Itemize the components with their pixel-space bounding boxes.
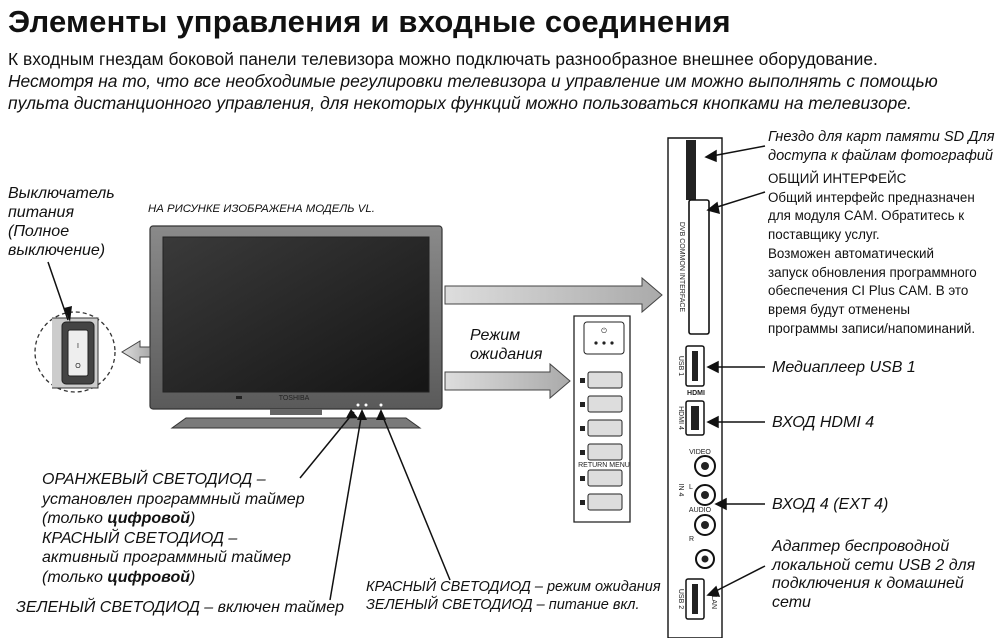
intro-line-3-text: пульта дистанционного управления, для не…	[8, 93, 908, 113]
power-switch-label-line: Выключатель	[8, 185, 115, 202]
power-switch-label-line: (Полное	[8, 223, 70, 240]
ci-title: ОБЩИЙ ИНТЕРФЕЙС	[768, 171, 907, 186]
side-panel: DVB COMMON INTERFACE USB 1 HDMI HDMI 4 V…	[667, 137, 723, 638]
power-switch-label-line: выключение)	[8, 242, 106, 259]
tv-brand-logo: TOSHIBA	[279, 395, 310, 402]
sd-card-label-line: Гнездо для карт памяти SD Для	[768, 129, 995, 145]
ci-line: Общий интерфейс предназначен	[768, 189, 975, 205]
orange-led-note: (только цифровой)	[42, 509, 305, 529]
ci-line: время будут отменены	[768, 301, 910, 317]
in4-label: IN 4	[677, 484, 684, 497]
led-descriptions: ОРАНЖЕВЫЙ СВЕТОДИОД – установлен програм…	[42, 470, 305, 587]
green-led-label: ЗЕЛЕНЫЙ СВЕТОДИОД – включен таймер	[16, 599, 345, 616]
usb2-label-line: сети	[772, 593, 811, 611]
intro-text: К входным гнездам боковой панели телевиз…	[8, 48, 938, 114]
sd-card-label: Гнездо для карт памяти SD Для доступа к …	[768, 128, 995, 166]
standby-led-labels: КРАСНЫЙ СВЕТОДИОД – режим ожидания ЗЕЛЕН…	[366, 578, 661, 614]
usb2-port-label: USB 2	[677, 589, 684, 609]
red-standby-label: КРАСНЫЙ СВЕТОДИОД – режим ожидания	[366, 579, 661, 595]
hdmi4-port-label: HDMI 4	[677, 406, 684, 430]
red-led-desc: активный программный таймер	[42, 549, 291, 566]
sd-card-label-line: доступа к файлам фотографий	[768, 148, 994, 164]
arrow-to-side-panel	[444, 276, 663, 314]
arrow-to-power-switch	[121, 340, 151, 364]
ci-line: для модуля CAM. Обратитесь к	[768, 208, 965, 224]
orange-led-note-bold: цифровой	[107, 510, 190, 527]
red-led-title: КРАСНЫЙ СВЕТОДИОД –	[42, 529, 238, 547]
usb1-label: Медиаплеер USB 1	[772, 359, 916, 376]
standby-label-line: ожидания	[470, 346, 543, 363]
common-interface-label: ОБЩИЙ ИНТЕРФЕЙС Общий интерфейс предназн…	[768, 170, 977, 338]
hdmi4-label: ВХОД HDMI 4	[772, 414, 875, 431]
green-power-label: ЗЕЛЕНЫЙ СВЕТОДИОД – питание вкл.	[366, 597, 640, 613]
ci-line: программы записи/напоминаний.	[768, 320, 976, 336]
orange-led-desc: установлен программный таймер	[42, 490, 305, 508]
right-pointers	[704, 145, 766, 597]
orange-led-title: ОРАНЖЕВЫЙ СВЕТОДИОД –	[42, 471, 266, 488]
red-led-note-post: )	[189, 568, 196, 586]
audio-l-label: L	[689, 484, 693, 491]
usb2-label-line: локальной сети USB 2 для	[772, 556, 976, 574]
intro-line-2: Несмотря на то, что все необходимые регу…	[8, 71, 938, 91]
red-led-note-bold: цифровой	[107, 568, 190, 586]
intro-line-3: пульта дистанционного управления, для не…	[8, 92, 938, 114]
ext4-label: ВХОД 4 (EXT 4)	[772, 496, 889, 513]
page-title: Элементы управления и входные соединения	[8, 4, 731, 39]
audio-label: AUDIO	[689, 507, 712, 514]
power-switch-pointer	[47, 261, 69, 321]
audio-r-label: R	[689, 536, 694, 543]
tv-set: TOSHIBA	[149, 225, 443, 429]
usb2-label-line: подключения к домашней	[772, 575, 964, 592]
ci-line: запуск обновления программного	[768, 264, 977, 280]
ci-line: поставщику услуг.	[768, 227, 880, 243]
model-note: НА РИСУНКЕ ИЗОБРАЖЕНА МОДЕЛЬ VL.	[148, 203, 375, 215]
intro-line-1: К входным гнездам боковой панели телевиз…	[8, 49, 878, 69]
video-label: VIDEO	[689, 449, 711, 456]
red-led-note-pre: (только	[42, 568, 108, 586]
dvb-label: DVB COMMON INTERFACE	[678, 222, 685, 313]
ci-line: Возможен автоматический	[768, 245, 934, 261]
return-menu-label: RETURN MENU	[578, 462, 630, 469]
intro-line-3-end: .	[907, 93, 912, 113]
power-switch-label: Выключатель питания (Полное выключение)	[8, 184, 115, 260]
ci-line: обеспечения CI Plus CAM. В это	[768, 283, 969, 299]
usb2-label: Адаптер беспроводной локальной сети USB …	[772, 538, 975, 612]
power-switch-zoom: I O	[34, 311, 116, 393]
power-switch-label-line: питания	[8, 204, 74, 221]
orange-led-note-pre: (только	[42, 510, 108, 527]
usb1-port-label: USB 1	[677, 356, 684, 376]
switch-mark-off: O	[75, 363, 81, 370]
led-pointers	[299, 411, 451, 601]
arrow-to-buttons	[444, 362, 571, 400]
hdmi-logo: HDMI	[687, 390, 705, 397]
red-led-note: (только цифровой)	[42, 568, 305, 588]
wlan-label: WLAN	[710, 589, 717, 609]
button-panel: ⏻ RETURN MENU	[573, 315, 631, 523]
orange-led-note-post: )	[189, 510, 196, 527]
switch-mark-on: I	[77, 343, 79, 350]
power-symbol-icon: ⏻	[601, 327, 607, 335]
usb2-label-line: Адаптер беспроводной	[772, 538, 950, 555]
standby-label: Режим ожидания	[470, 326, 542, 364]
standby-label-line: Режим	[470, 327, 521, 344]
